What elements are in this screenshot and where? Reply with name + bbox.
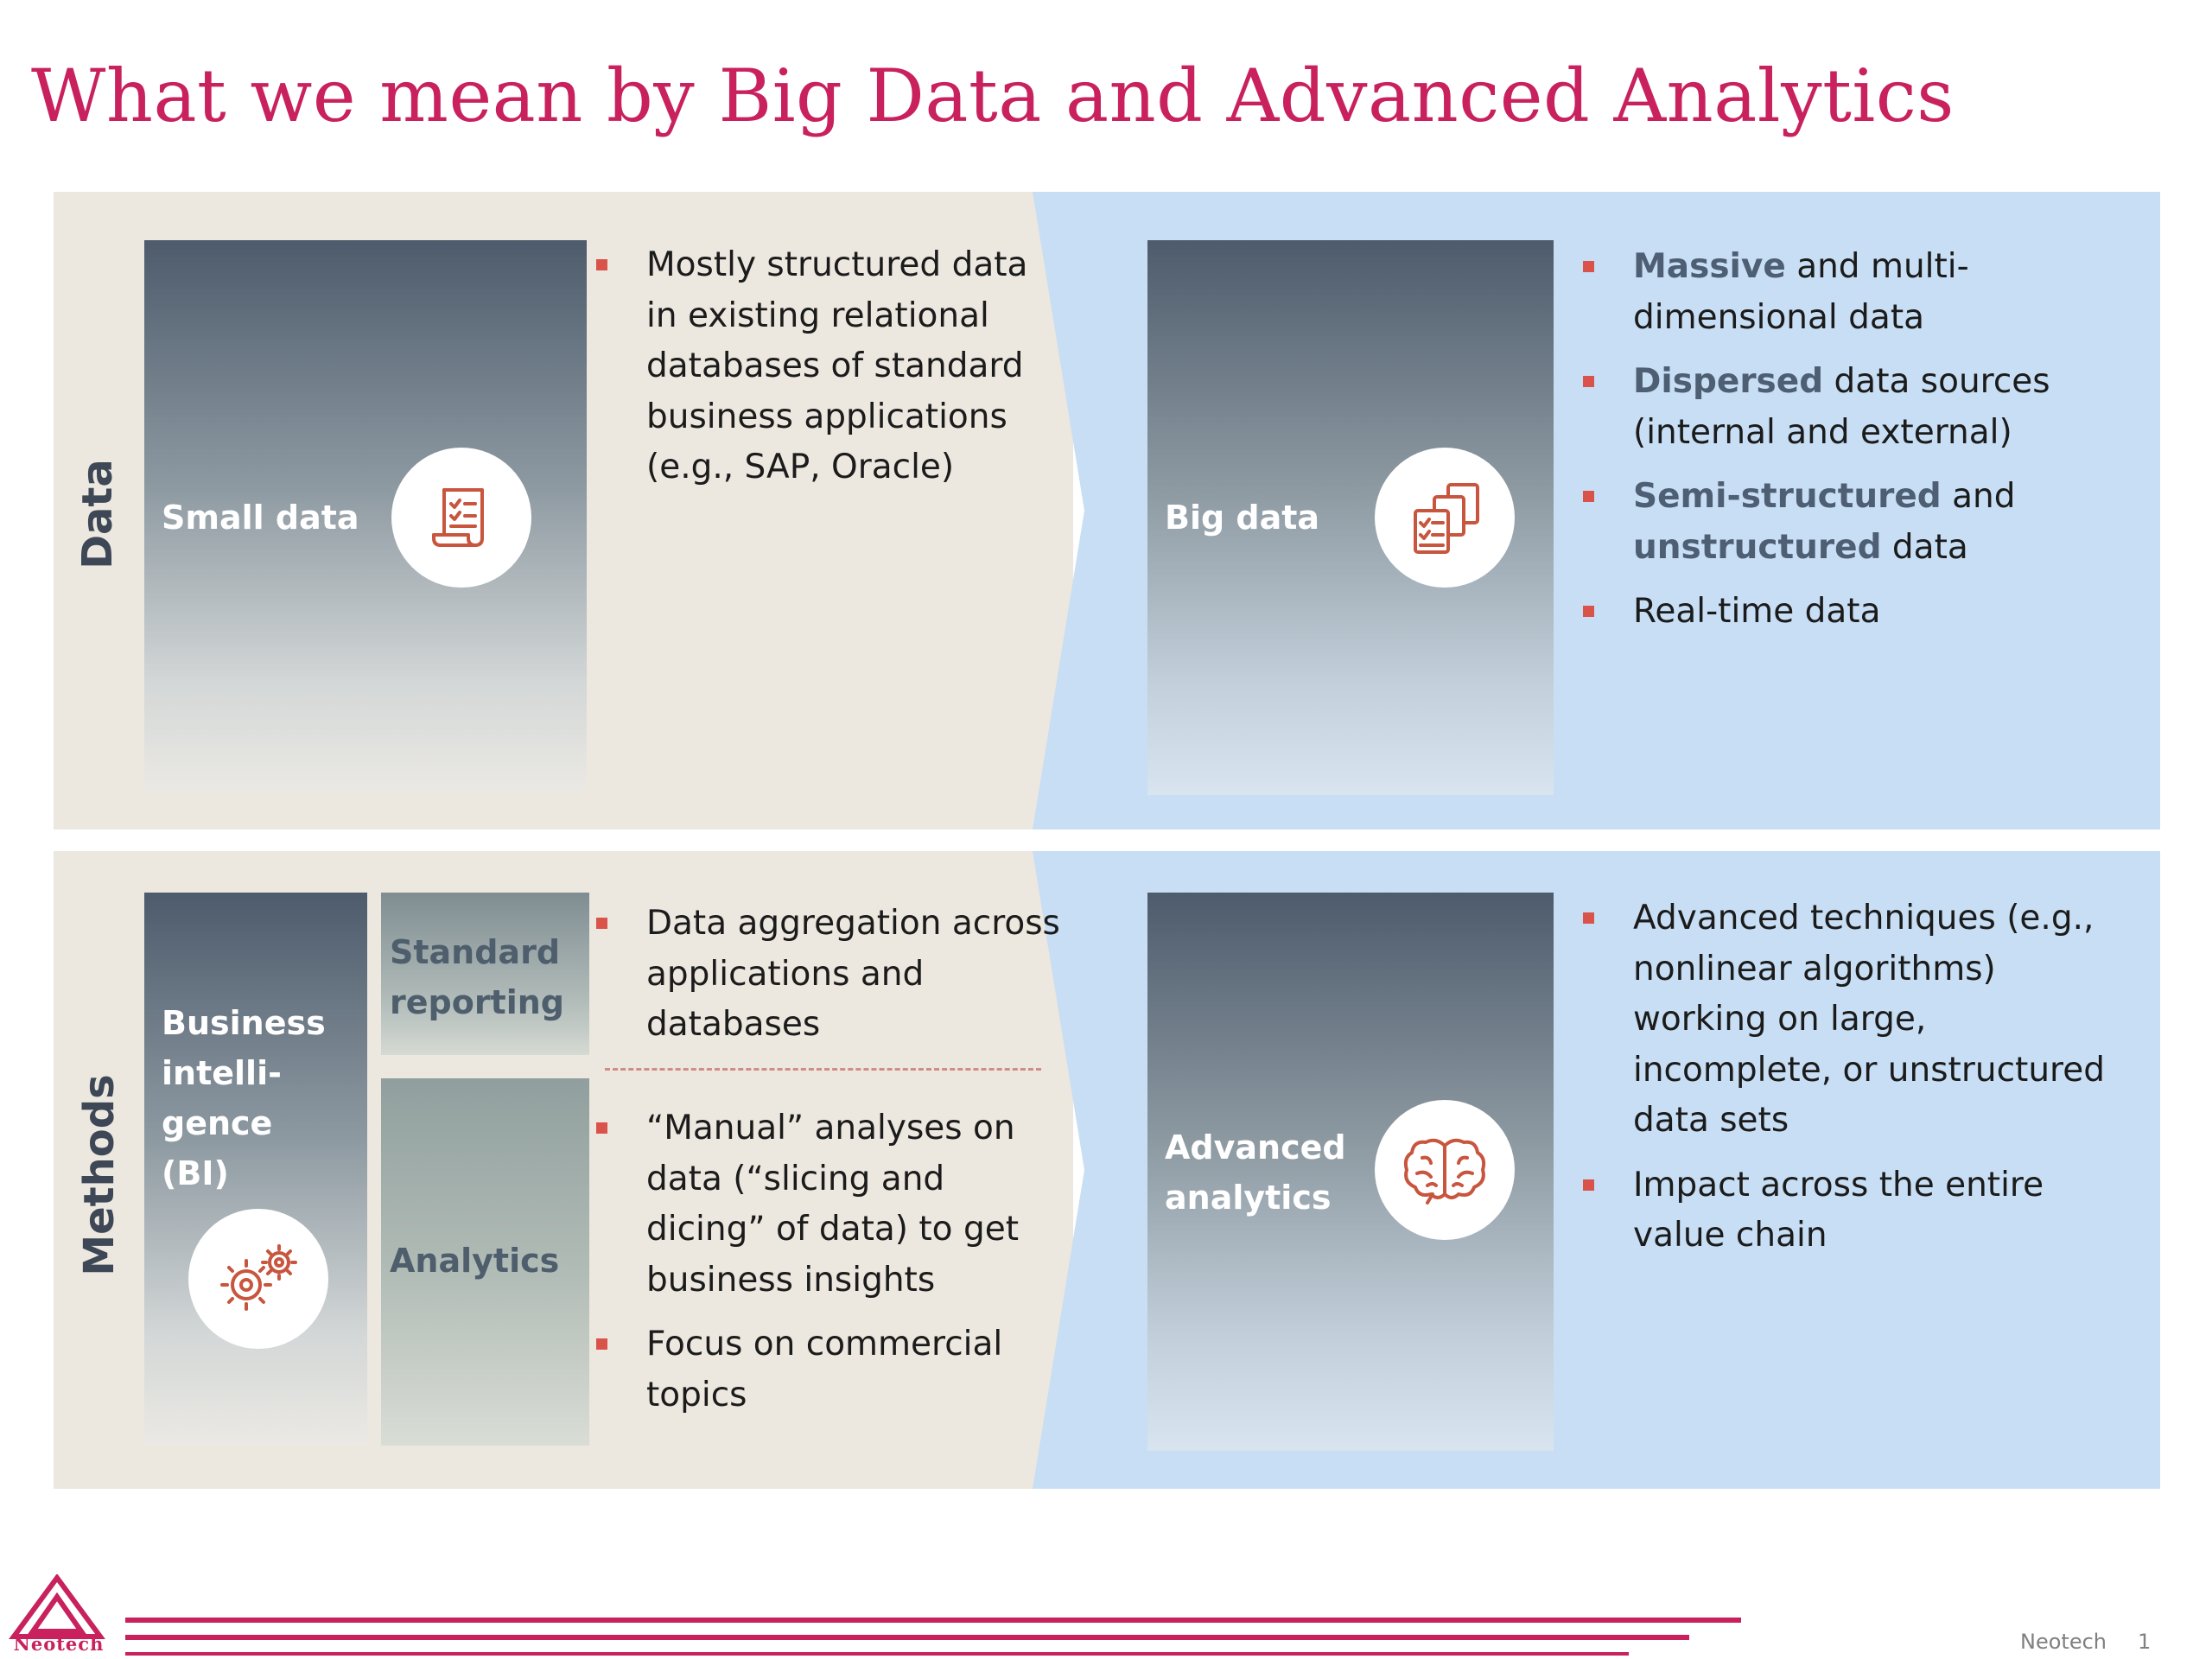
standard-reporting-label: Standard reporting (390, 933, 565, 1021)
bullet-item: Focus on commercial topics (596, 1319, 1046, 1421)
document-checklist-icon (432, 488, 484, 547)
dashed-divider (605, 1068, 1041, 1071)
triangle-logo-icon (9, 1573, 105, 1639)
bi-reporting-bullets: Data aggregation across applications and… (596, 899, 1063, 1065)
advanced-analytics-label: Advanced analytics (1165, 1128, 1346, 1217)
small-data-bullets: Mostly structured data in existing relat… (596, 240, 1046, 507)
methods-row-label: Methods (75, 1074, 124, 1276)
gears-icon (220, 1244, 297, 1311)
advanced-analytics-box: Advanced analytics (1147, 893, 1554, 1451)
bi-analytics-bullets: “Manual” analyses on data (“slicing and … (596, 1103, 1046, 1434)
small-data-box: Small data (144, 240, 587, 793)
bullet-item: Data aggregation across applications and… (596, 899, 1063, 1051)
bullet-item: Advanced techniques (e.g., nonlinear alg… (1583, 893, 2119, 1147)
small-data-label: Small data (162, 499, 359, 537)
data-row-label: Data (73, 459, 122, 569)
standard-reporting-tile: Standard reporting (381, 893, 589, 1055)
bullet-item: Massive and multi-dimensional data (1583, 242, 2136, 343)
company-logo: Neotech (5, 1573, 112, 1659)
bullet-item: Semi-structured and unstructured data (1583, 472, 2136, 573)
footer-company: Neotech (2020, 1630, 2107, 1654)
small-data-icon-circle (391, 448, 531, 588)
logo-text: Neotech (13, 1633, 105, 1655)
footer-rule-2 (125, 1635, 1689, 1640)
big-data-box: Big data (1147, 240, 1554, 795)
big-data-bullets: Massive and multi-dimensional data Dispe… (1583, 242, 2136, 652)
advanced-analytics-icon-circle (1375, 1100, 1515, 1240)
bullet-item: “Manual” analyses on data (“slicing and … (596, 1103, 1046, 1306)
stacked-documents-icon (1414, 483, 1479, 554)
bi-icon-circle (188, 1209, 328, 1349)
big-data-icon-circle (1375, 448, 1515, 588)
business-intelligence-box: Business intelli- gence (BI) (144, 893, 367, 1446)
brain-icon (1403, 1138, 1486, 1205)
footer-rule-3 (125, 1652, 1629, 1656)
bullet-item: Dispersed data sources (internal and ext… (1583, 357, 2136, 458)
page-number: 1 (2138, 1630, 2152, 1654)
bullet-item: Impact across the entire value chain (1583, 1160, 2119, 1262)
bi-label: Business intelli- gence (BI) (162, 1004, 326, 1192)
big-data-label: Big data (1165, 499, 1320, 537)
page-title: What we mean by Big Data and Advanced An… (31, 54, 1955, 138)
analytics-label: Analytics (390, 1242, 560, 1280)
advanced-analytics-bullets: Advanced techniques (e.g., nonlinear alg… (1583, 893, 2119, 1275)
analytics-tile: Analytics (381, 1078, 589, 1446)
bullet-item: Real-time data (1583, 587, 2136, 638)
bullet-item: Mostly structured data in existing relat… (596, 240, 1046, 493)
footer-rule-1 (125, 1618, 1741, 1623)
